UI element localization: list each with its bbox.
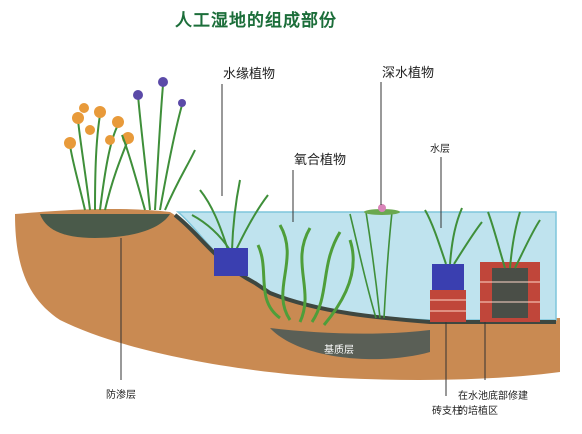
label-substrate: 基质层 xyxy=(324,345,354,356)
emergent-basket xyxy=(214,248,248,276)
pillar-basket xyxy=(432,264,464,290)
label-emergent: 水缘植物 xyxy=(223,67,276,82)
liner-line xyxy=(173,213,556,324)
zone-plant xyxy=(487,211,541,269)
label-planting-zone-1: 在水池底部修建 xyxy=(458,391,528,402)
diagram-title: 人工湿地的组成部份 xyxy=(175,11,337,31)
orange-flower-plant xyxy=(69,114,129,211)
brick-pillar xyxy=(430,290,466,322)
pillar-plant xyxy=(424,207,483,265)
label-deep: 深水植物 xyxy=(382,66,435,81)
iris-plant xyxy=(121,84,196,211)
emergent-plant xyxy=(191,179,269,251)
purple-flowers xyxy=(133,77,186,107)
substrate-layer xyxy=(270,328,430,360)
lily-flower xyxy=(378,204,386,212)
label-planting-zone-2: 的培植区 xyxy=(458,406,498,417)
label-brick-pillar: 砖支柱 xyxy=(432,406,462,417)
label-oxygenating: 氧合植物 xyxy=(294,153,347,168)
leader-lines xyxy=(120,82,486,396)
planting-zone xyxy=(480,262,540,322)
label-water-layer: 水层 xyxy=(430,144,450,155)
deep-water-plant xyxy=(349,211,393,319)
oxygenating-plant xyxy=(256,224,355,326)
label-liner: 防渗层 xyxy=(106,390,136,401)
liner-left xyxy=(40,214,170,238)
